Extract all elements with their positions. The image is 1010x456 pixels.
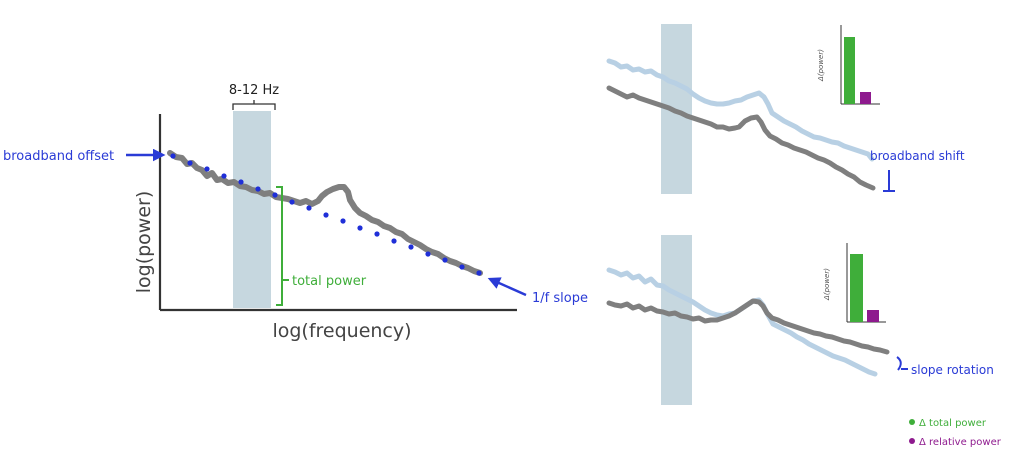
legend-relative-swatch xyxy=(909,438,915,444)
band-bracket xyxy=(232,103,276,110)
rotation-spectrum-gray xyxy=(606,298,890,355)
rotation-bar-relative xyxy=(867,310,879,322)
legend-total-swatch xyxy=(909,419,915,425)
slope-arrow xyxy=(487,277,527,297)
legend-total-label: Δ total power xyxy=(919,418,987,429)
band-label: 8-12 Hz xyxy=(229,83,279,98)
rotation-bar-total xyxy=(850,254,863,322)
slope-label: 1/f slope xyxy=(532,291,588,306)
rotation-bar-inset: Δ(power) xyxy=(823,243,886,323)
shift-spectrum-gray xyxy=(606,85,876,191)
rotation-indicator xyxy=(896,356,902,371)
y-axis-label: log(power) xyxy=(133,191,155,294)
legend: Δ total power Δ relative power xyxy=(909,418,1002,448)
x-axis-label: log(frequency) xyxy=(272,320,411,342)
rotation-label: slope rotation xyxy=(911,363,994,377)
shift-bar-total xyxy=(844,37,855,104)
shift-bar-relative xyxy=(860,92,871,104)
offset-label: broadband offset xyxy=(3,149,114,164)
rotation-bar-axis-label: Δ(power) xyxy=(823,268,831,301)
total-power-bracket xyxy=(276,186,283,306)
shift-label: broadband shift xyxy=(870,149,965,163)
aperiodic-fit-dots xyxy=(170,153,482,276)
slope-rotation-panel: slope rotation Δ(power) xyxy=(606,235,994,405)
shift-spectrum-light xyxy=(606,58,875,162)
legend-relative-label: Δ relative power xyxy=(919,437,1002,448)
shift-bar-inset: Δ(power) xyxy=(817,25,880,105)
rotation-band-rect xyxy=(661,235,692,405)
rotation-spectrum-light xyxy=(606,267,878,377)
total-power-label: total power xyxy=(292,274,367,289)
alpha-band-rect xyxy=(233,111,271,308)
power-spectrum-line xyxy=(167,150,483,276)
main-panel: 8-12 Hz log(power) log(frequency) total … xyxy=(3,83,588,342)
broadband-shift-panel: broadband shift Δ(power) xyxy=(606,24,965,194)
shift-bar-axis-label: Δ(power) xyxy=(817,49,825,82)
